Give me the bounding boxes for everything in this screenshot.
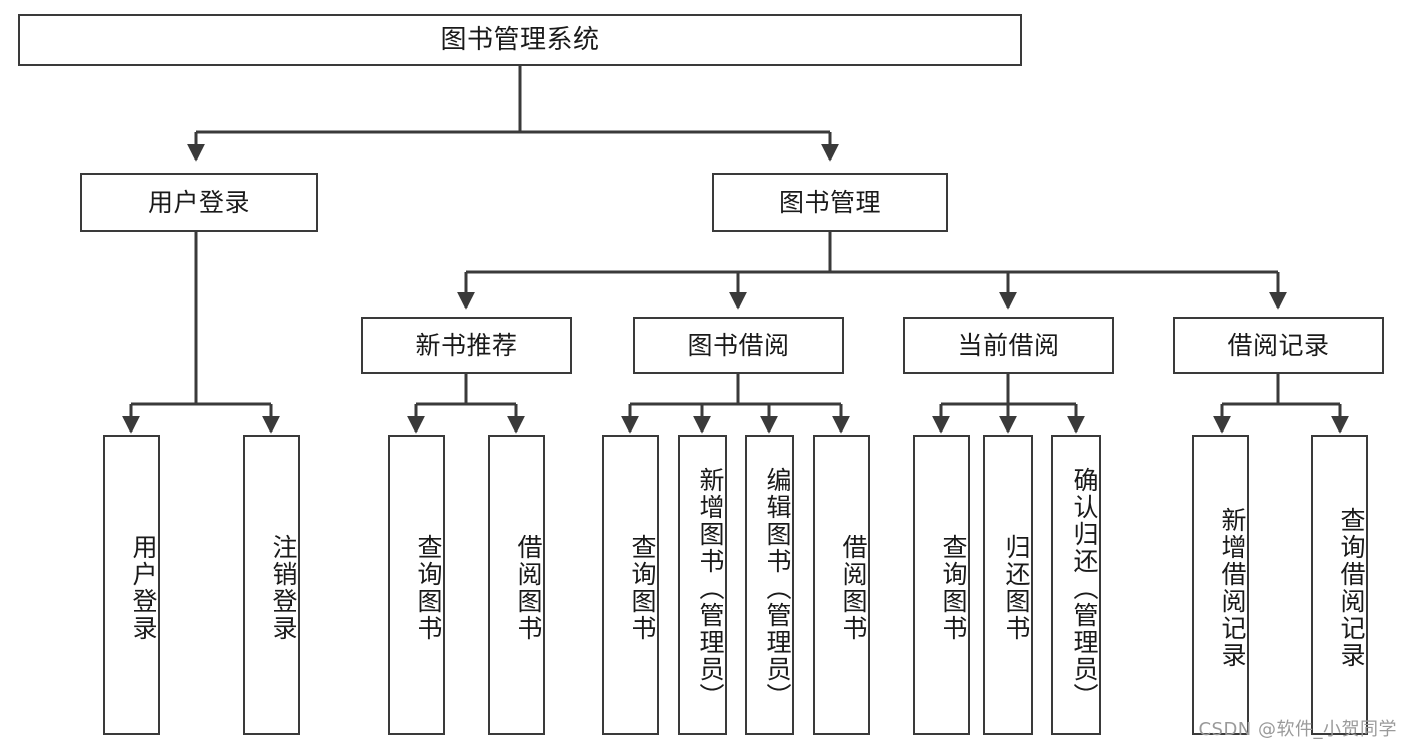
- leaf-query-borrow-record[interactable]: 查询借阅记录: [1311, 435, 1368, 735]
- node-label: 用户登录: [129, 534, 158, 642]
- leaf-borrow-book-recommend[interactable]: 借阅图书: [488, 435, 545, 735]
- leaf-borrow-book[interactable]: 借阅图书: [813, 435, 870, 735]
- leaf-logout-login[interactable]: 注销登录: [243, 435, 300, 735]
- node-label: 借阅图书: [839, 534, 868, 642]
- node-book-borrow[interactable]: 图书借阅: [633, 317, 844, 374]
- node-label: 新增借阅记录: [1218, 507, 1247, 669]
- node-label: 新增图书（管理员）: [696, 466, 725, 710]
- leaf-query-book-recommend[interactable]: 查询图书: [388, 435, 445, 735]
- node-label: 新书推荐: [415, 330, 518, 360]
- node-label: 查询图书: [414, 534, 443, 642]
- node-label: 查询图书: [628, 534, 657, 642]
- leaf-return-book[interactable]: 归还图书: [983, 435, 1033, 735]
- node-label: 图书借阅: [687, 330, 790, 360]
- leaf-user-login[interactable]: 用户登录: [103, 435, 160, 735]
- node-label: 用户登录: [147, 187, 250, 217]
- leaf-add-borrow-record[interactable]: 新增借阅记录: [1192, 435, 1249, 735]
- leaf-query-book-borrow[interactable]: 查询图书: [602, 435, 659, 735]
- node-label: 查询图书: [939, 534, 968, 642]
- node-label: 当前借阅: [957, 330, 1060, 360]
- leaf-add-book-admin[interactable]: 新增图书（管理员）: [678, 435, 727, 735]
- node-label: 借阅图书: [514, 534, 543, 642]
- node-current-borrow[interactable]: 当前借阅: [903, 317, 1114, 374]
- node-label: 编辑图书（管理员）: [763, 466, 792, 710]
- node-root-book-management-system[interactable]: 图书管理系统: [18, 14, 1022, 66]
- node-label: 注销登录: [269, 534, 298, 642]
- node-label: 图书管理系统: [440, 24, 600, 55]
- node-user-login[interactable]: 用户登录: [80, 173, 318, 232]
- node-book-management[interactable]: 图书管理: [712, 173, 948, 232]
- node-label: 确认归还（管理员）: [1070, 466, 1099, 710]
- leaf-edit-book-admin[interactable]: 编辑图书（管理员）: [745, 435, 794, 735]
- node-borrow-record[interactable]: 借阅记录: [1173, 317, 1384, 374]
- node-label: 借阅记录: [1227, 330, 1330, 360]
- leaf-query-book-current[interactable]: 查询图书: [913, 435, 970, 735]
- node-label: 图书管理: [778, 187, 881, 217]
- node-new-book-recommend[interactable]: 新书推荐: [361, 317, 572, 374]
- node-label: 查询借阅记录: [1337, 507, 1366, 669]
- leaf-confirm-return-admin[interactable]: 确认归还（管理员）: [1051, 435, 1101, 735]
- node-label: 归还图书: [1002, 534, 1031, 642]
